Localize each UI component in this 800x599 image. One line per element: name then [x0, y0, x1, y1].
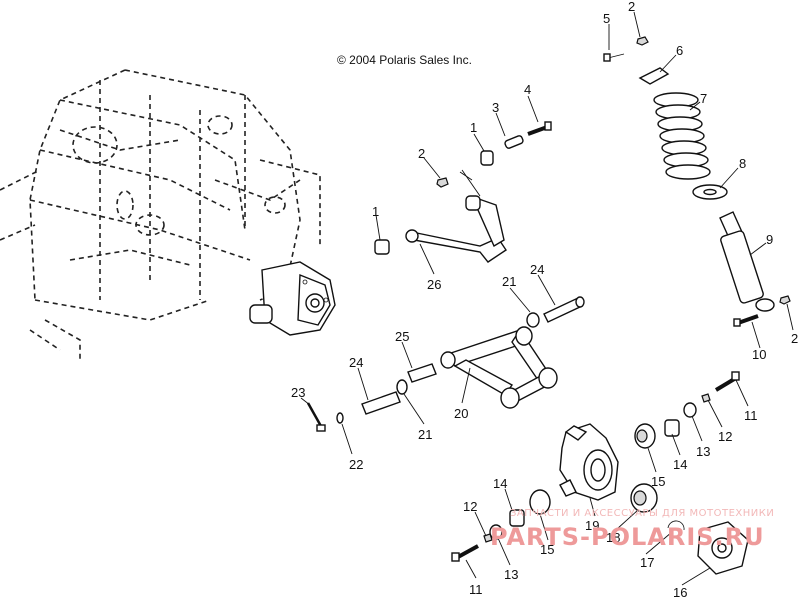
washer-13-right [683, 402, 697, 418]
watermark-brand: PARTS-POLARIS.RU [490, 523, 765, 551]
callout-24-lower: 24 [349, 355, 363, 370]
callout-15-right: 15 [651, 474, 665, 489]
lower-control-arm [440, 326, 558, 409]
clip-17 [667, 520, 685, 531]
callout-9: 9 [766, 232, 773, 247]
washer-21-lower [396, 379, 408, 395]
callout-23: 23 [291, 385, 305, 400]
callout-12-right: 12 [718, 429, 732, 444]
washer-21-upper [526, 312, 540, 328]
callout-11-left: 11 [469, 582, 483, 597]
callout-16: 16 [673, 585, 687, 599]
callout-2-mid: 2 [418, 146, 425, 161]
bushing-1-top [480, 150, 494, 166]
bolt-24-lower [361, 391, 401, 415]
axle-housing [249, 261, 336, 336]
callout-21-upper: 21 [502, 274, 516, 289]
spring-retainer [638, 67, 670, 85]
callout-6: 6 [676, 43, 683, 58]
sleeve-14-left [509, 509, 525, 527]
bolt-10 [733, 314, 759, 327]
callout-17: 17 [640, 555, 654, 570]
hub-16 [697, 521, 749, 575]
bushing-18 [630, 483, 658, 513]
bolt-23 [306, 402, 326, 432]
washer-8 [692, 184, 728, 200]
upper-link-arm [405, 195, 507, 263]
nut-2-right [779, 295, 791, 305]
copyright-text: © 2004 Polaris Sales Inc. [337, 53, 472, 67]
callout-24-upper: 24 [530, 262, 544, 277]
callout-4: 4 [524, 82, 531, 97]
callout-8: 8 [739, 156, 746, 171]
washer-13-left [489, 524, 503, 540]
callout-22: 22 [349, 457, 363, 472]
callout-15-left: 15 [540, 542, 554, 557]
callout-18: 18 [606, 530, 620, 545]
leader-lines [300, 11, 794, 586]
callout-3: 3 [492, 100, 499, 115]
callout-26: 26 [427, 277, 441, 292]
nut-2-mid [436, 177, 449, 188]
callout-20: 20 [454, 406, 468, 421]
bushing-15-right [634, 423, 656, 449]
callout-14-left: 14 [493, 476, 507, 491]
callout-13-left: 13 [504, 567, 518, 582]
shock-absorber [719, 211, 775, 312]
spacer-22 [336, 412, 344, 424]
callout-14-right: 14 [673, 457, 687, 472]
sleeve-14-right [664, 419, 680, 437]
callout-10: 10 [752, 347, 766, 362]
sleeve-25 [407, 363, 437, 383]
callout-1-left: 1 [372, 204, 379, 219]
frame-assembly [0, 69, 321, 360]
callout-labels: 5 2 6 7 8 9 2 10 3 4 1 2 1 26 21 24 25 2… [291, 0, 798, 599]
callout-19: 19 [585, 518, 599, 533]
bolt-5 [603, 53, 625, 62]
bolt-4 [527, 121, 552, 136]
callout-13-right: 13 [696, 444, 710, 459]
bushing-1-left [374, 239, 390, 255]
sleeve-3 [504, 135, 524, 149]
bolt-24-upper [543, 296, 585, 323]
watermark: ЗАПЧАСТИ И АКСЕССУАРЫ ДЛЯ МОТОТЕХНИКИ PA… [490, 508, 774, 551]
callout-2-right: 2 [791, 331, 798, 346]
callout-11-right: 11 [744, 408, 758, 423]
callout-7: 7 [700, 91, 707, 106]
bolt-11-right [714, 371, 740, 392]
bolt-11-left [451, 544, 479, 562]
callout-21-lower: 21 [418, 427, 432, 442]
nut-2-top [636, 36, 649, 46]
callout-12-left: 12 [463, 499, 477, 514]
callout-2-top: 2 [628, 0, 635, 14]
knuckle-19 [559, 423, 619, 501]
watermark-tagline: ЗАПЧАСТИ И АКСЕССУАРЫ ДЛЯ МОТОТЕХНИКИ [510, 508, 774, 519]
callout-5: 5 [603, 11, 610, 26]
callout-25: 25 [395, 329, 409, 344]
callout-1-top: 1 [470, 120, 477, 135]
shock-spring [653, 92, 711, 180]
